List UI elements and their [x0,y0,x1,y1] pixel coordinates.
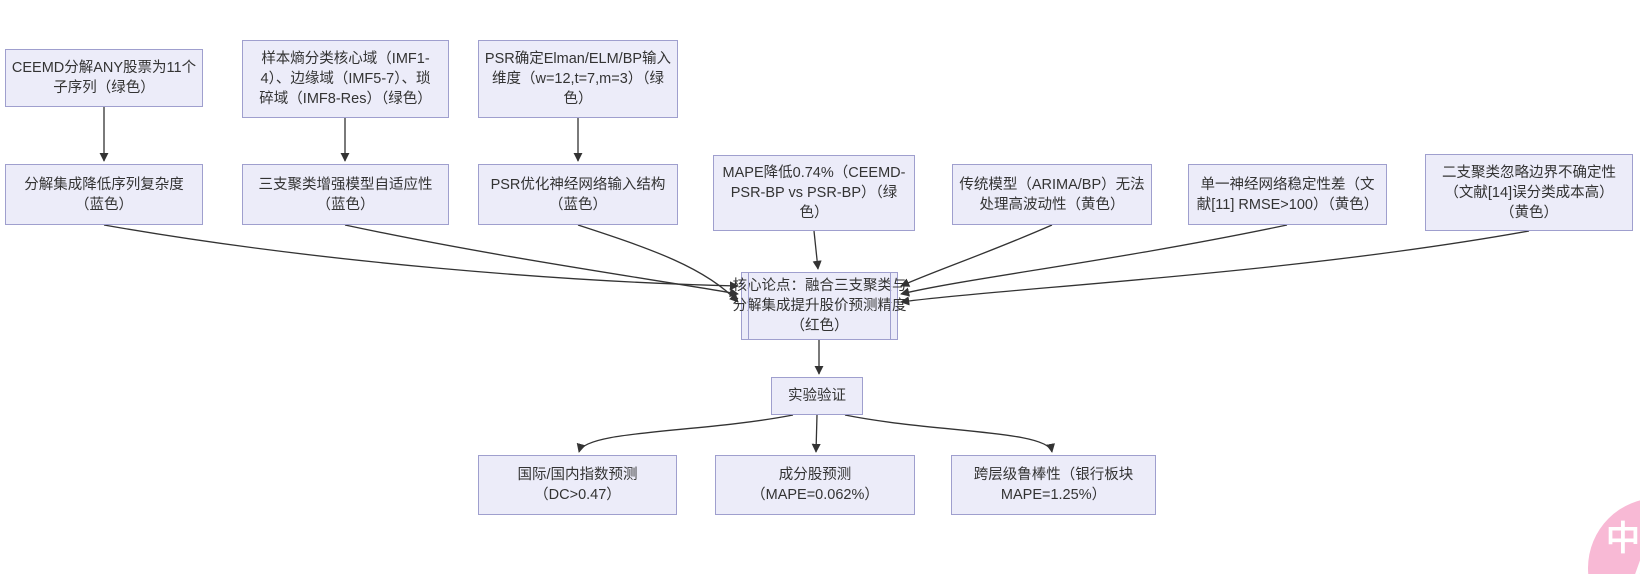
node-line: 成分股预测 [778,467,852,483]
node-mape-reduction: MAPE降低0.74%（CEEMD- PSR-BP vs PSR-BP）（绿 色… [713,155,915,231]
node-stock-prediction: 成分股预测 （MAPE=0.062%） [715,455,915,515]
node-line: （MAPE=0.062%） [751,487,879,503]
node-line: 传统模型（ARIMA/BP）无法 [959,176,1145,193]
node-core-thesis: 核心论点：融合三支聚类与 分解集成提升股价预测精度 （红色） [733,272,907,340]
edge-singlenn-to-core [900,224,1288,297]
node-line: 样本熵分类核心域（IMF1- [261,51,430,67]
edge-experiment-to-stock [811,414,821,453]
node-line: 实验验证 [788,388,846,404]
node-line: 分解集成降低序列复杂度 [24,176,184,193]
node-line: 维度（w=12,t=7,m=3）（绿 [491,71,665,87]
edge-decompose-to-core [103,224,739,291]
node-single-nn-unstable: 单一神经网络稳定性差（文 献[11] RMSE>100）（黄色） [1188,164,1387,225]
node-line: 处理高波动性（黄色） [979,196,1125,213]
node-line: PSR优化神经网络输入结构 [490,176,666,193]
node-line: PSR-BP vs PSR-BP）（绿 [730,185,898,201]
edge-twoway-to-core [900,230,1530,306]
node-line: 色） [799,205,829,221]
node-line: 核心论点：融合三支聚类与 [732,278,907,294]
node-line: （文献[14]误分类成本高） [1444,184,1614,201]
node-line: 单一神经网络稳定性差（文 [1200,176,1375,193]
node-line: （DC>0.47） [534,487,621,503]
node-ceemd-decompose: CEEMD分解ANY股票为11个 子序列（绿色） [5,49,203,107]
node-psr-structure: PSR优化神经网络输入结构 （蓝色） [478,164,678,225]
node-threeway-adaptive: 三支聚类增强模型自适应性 （蓝色） [242,164,449,225]
node-line: （红色） [790,318,849,334]
node-line: 4）、边缘域（IMF5-7）、琐 [260,71,431,87]
translate-en-glyph: A [1634,548,1640,574]
node-line: PSR确定Elman/ELM/BP输入 [484,51,672,67]
edge-mape-to-core [812,230,822,270]
node-line: （蓝色） [316,196,375,213]
node-sample-entropy: 样本熵分类核心域（IMF1- 4）、边缘域（IMF5-7）、琐 碎域（IMF8-… [242,40,449,118]
node-line: MAPE降低0.74%（CEEMD- [722,165,906,181]
node-index-prediction: 国际/国内指数预测 （DC>0.47） [478,455,677,515]
edge-experiment-to-robust [844,414,1055,453]
node-line: 国际/国内指数预测 [517,467,638,483]
node-experiment-validation: 实验验证 [771,377,863,415]
node-line: 子序列（绿色） [53,80,155,96]
node-psr-dimension: PSR确定Elman/ELM/BP输入 维度（w=12,t=7,m=3）（绿 色… [478,40,678,118]
node-line: 跨层级鲁棒性（银行板块 [973,467,1134,483]
node-line: MAPE=1.25%） [1000,487,1107,503]
node-line: 色） [563,91,593,107]
translate-zh-glyph: 中 [1606,520,1640,558]
node-line: 分解集成提升股价预测精度 [732,298,907,314]
edge-psropt-to-core [577,224,739,303]
node-traditional-limit: 传统模型（ARIMA/BP）无法 处理高波动性（黄色） [952,164,1152,225]
edge-traditional-to-core [900,224,1053,287]
node-line: （蓝色） [549,196,607,213]
node-line: CEEMD分解ANY股票为11个 [11,60,197,76]
node-line: 碎域（IMF8-Res）（绿色） [259,91,432,107]
node-twoway-limit: 二支聚类忽略边界不确定性 （文献[14]误分类成本高） （黄色） [1425,154,1633,231]
node-line: 二支聚类忽略边界不确定性 [1442,164,1616,181]
node-line: 三支聚类增强模型自适应性 [258,176,433,193]
node-robustness: 跨层级鲁棒性（银行板块 MAPE=1.25%） [951,455,1156,515]
node-line: 献[11] RMSE>100）（黄色） [1196,196,1379,213]
edge-experiment-to-index [576,414,794,453]
node-decompose-complexity: 分解集成降低序列复杂度 （蓝色） [5,164,203,225]
node-line: （黄色） [1500,204,1558,221]
node-line: （蓝色） [75,196,133,213]
edge-threeway-to-core [344,224,739,298]
